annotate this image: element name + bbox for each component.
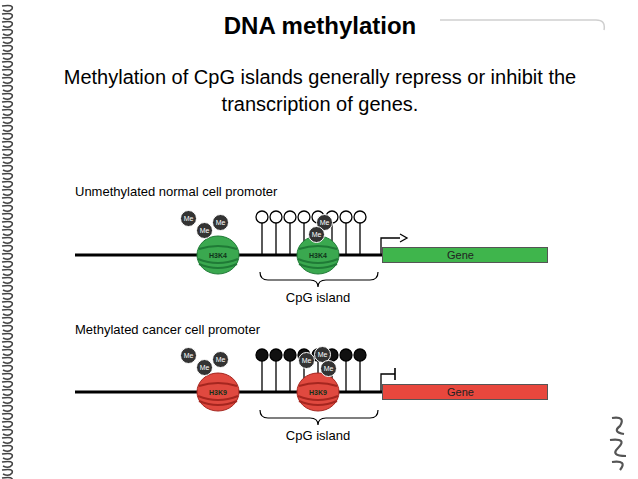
methyl-group: Me	[320, 360, 337, 377]
cpg-stem	[359, 361, 360, 392]
methyl-group: Me	[196, 359, 213, 376]
cpg-site	[354, 211, 366, 223]
spiral-binding	[2, 5, 12, 479]
nucleosome: H3K9	[296, 372, 340, 412]
cpg-stem	[345, 361, 346, 392]
panel-label: Unmethylated normal cell promoter	[75, 184, 277, 199]
methyl-group: Me	[196, 222, 213, 239]
methyl-label: Me	[318, 351, 328, 358]
gene-label: Gene	[447, 386, 474, 398]
methyl-label: Me	[184, 352, 194, 359]
methyl-label: Me	[312, 231, 322, 238]
cpg-site	[340, 349, 352, 361]
methyl-label: Me	[200, 364, 210, 371]
cpg-stem	[359, 223, 360, 255]
cpg-site	[340, 211, 352, 223]
methyl-group: Me	[298, 352, 315, 369]
methyl-label: Me	[216, 356, 226, 363]
header-rule	[440, 20, 604, 30]
cpg-stem	[289, 223, 290, 255]
gene-box: Gene	[382, 384, 548, 400]
cpg-stem	[261, 361, 262, 392]
methyl-label: Me	[302, 357, 312, 364]
methyl-label: Me	[184, 215, 194, 222]
cpg-stem	[289, 361, 290, 392]
cpg-site	[284, 211, 296, 223]
cpg-stem	[275, 361, 276, 392]
cpg-stem	[261, 223, 262, 255]
cpg-site	[298, 211, 310, 223]
cpg-site	[354, 349, 366, 361]
methyl-group: Me	[180, 210, 197, 227]
panel-label: Methylated cancer cell promoter	[75, 322, 260, 337]
nucleosome: H3K9	[196, 372, 240, 412]
region-label: CpG island	[258, 428, 378, 443]
methyl-label: Me	[200, 227, 210, 234]
bracket	[260, 410, 378, 425]
cpg-site	[270, 349, 282, 361]
arrow-head	[400, 234, 407, 242]
cpg-stem	[275, 223, 276, 255]
gene-box: Gene	[382, 247, 548, 263]
histone-mark: H3K9	[196, 372, 240, 412]
methyl-label: Me	[216, 219, 226, 226]
cpg-site	[256, 211, 268, 223]
slide-title: DNA methylation	[120, 12, 520, 40]
nucleosome: H3K4	[196, 235, 240, 275]
region-label: CpG island	[258, 290, 378, 305]
cpg-stem	[345, 223, 346, 255]
subtitle: Methylation of CpG islands generally rep…	[50, 64, 590, 118]
methyl-group: Me	[180, 347, 197, 364]
methyl-label: Me	[324, 365, 334, 372]
histone-mark: H3K9	[296, 372, 340, 412]
methyl-label: Me	[320, 219, 330, 226]
cpg-site	[270, 211, 282, 223]
gene-label: Gene	[447, 249, 474, 261]
methyl-group: Me	[212, 351, 229, 368]
block-bar	[394, 368, 396, 380]
logo	[610, 418, 626, 470]
histone-mark: H3K4	[196, 235, 240, 275]
cpg-site	[256, 349, 268, 361]
cpg-site	[284, 349, 296, 361]
methyl-group: Me	[212, 214, 229, 231]
methyl-group: Me	[308, 226, 325, 243]
